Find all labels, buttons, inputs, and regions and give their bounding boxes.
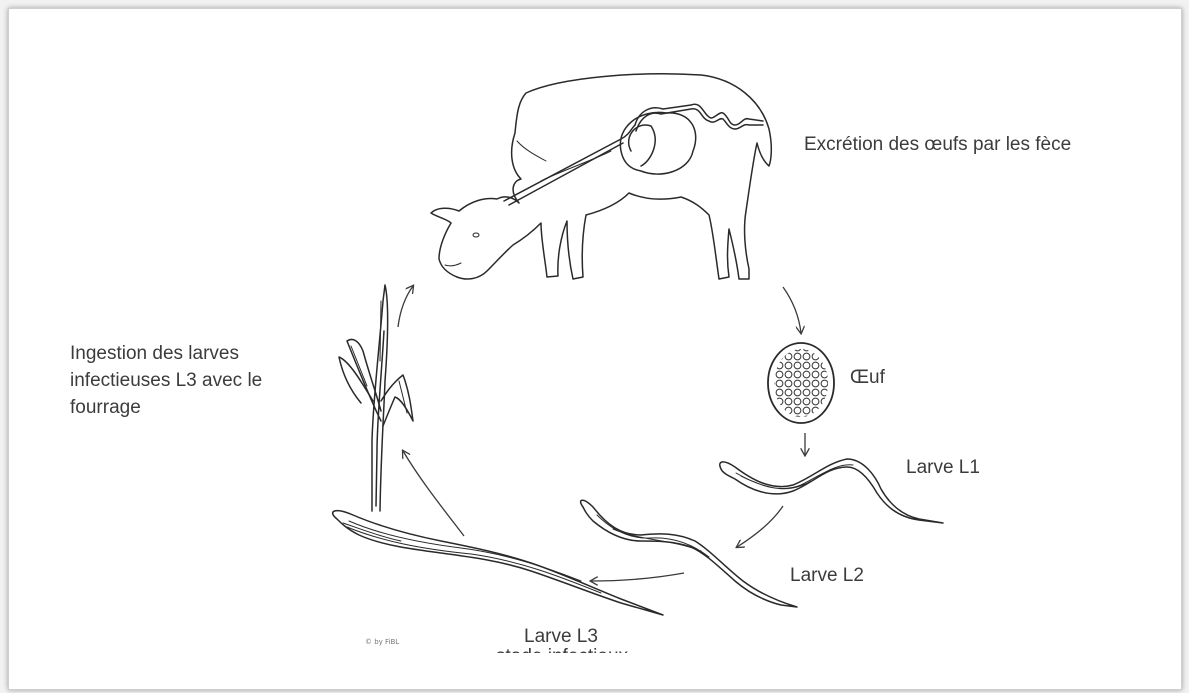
larva-l2-illustration — [581, 500, 797, 607]
arrow-l2-to-l3 — [591, 573, 684, 581]
arrow-l1-to-l2 — [737, 506, 783, 547]
credit-text: © by FiBL — [365, 638, 399, 646]
sheep-illustration — [431, 74, 771, 279]
label-larve-l3-cut: stade infectieux — [496, 643, 628, 653]
egg-illustration — [768, 343, 834, 423]
arrow-sheep-to-egg — [783, 287, 801, 333]
label-oeuf: Œuf — [850, 364, 885, 391]
label-larve-l1: Larve L1 — [906, 454, 980, 481]
label-excretion: Excrétion des œufs par les fèce — [804, 131, 1149, 158]
figure-frame: Excrétion des œufs par les fèce Ingestio… — [8, 8, 1182, 690]
label-ingestion: Ingestion des larves infectieuses L3 ave… — [70, 340, 302, 421]
arrow-l3-to-grass — [403, 451, 464, 536]
label-larve-l2: Larve L2 — [790, 562, 864, 589]
grass-illustration — [339, 285, 413, 511]
arrow-grass-to-sheep — [398, 286, 413, 327]
